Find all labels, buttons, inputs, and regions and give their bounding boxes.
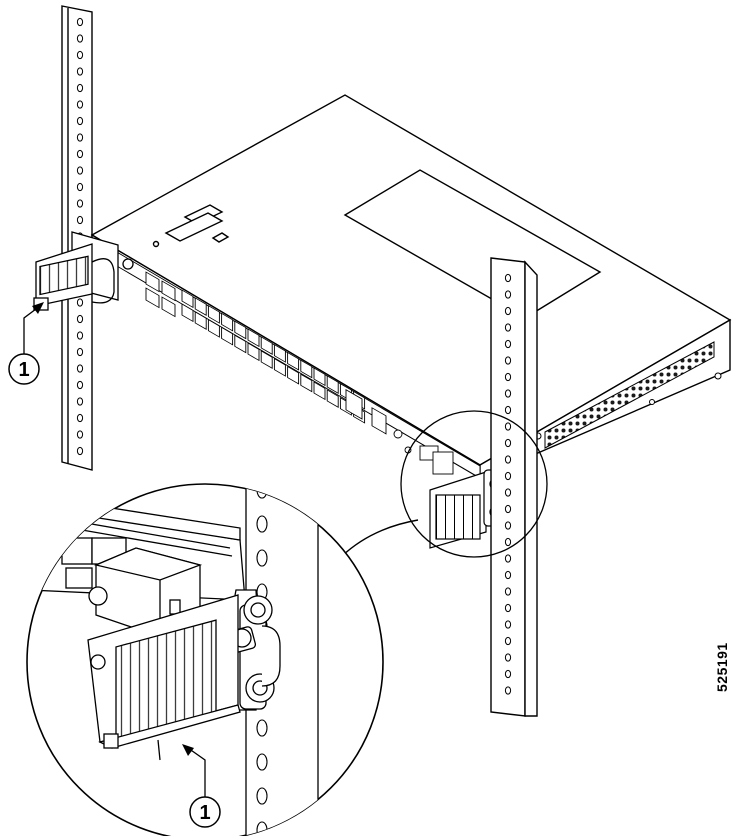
callout-1-top: 1 bbox=[8, 302, 44, 385]
callout-1-bottom: 1 bbox=[182, 744, 221, 828]
rail-hole bbox=[504, 471, 512, 481]
sfp-port bbox=[234, 334, 247, 354]
sfp-port bbox=[194, 297, 207, 316]
rail-hole bbox=[504, 488, 512, 497]
rail-hole bbox=[504, 554, 512, 563]
rj45-port bbox=[161, 280, 176, 302]
sfp-port bbox=[273, 344, 286, 363]
callout-number-top: 1 bbox=[18, 359, 29, 381]
sfp-port bbox=[326, 389, 339, 408]
rail-hole bbox=[256, 549, 268, 567]
rail-hole bbox=[76, 298, 84, 307]
rail-hole bbox=[504, 372, 512, 382]
rail-hole bbox=[504, 570, 512, 580]
rail-hole bbox=[76, 17, 84, 27]
rail-hole bbox=[504, 455, 512, 464]
sfp-port bbox=[287, 365, 300, 385]
right-rack-rail bbox=[490, 257, 538, 717]
rail-hole bbox=[504, 405, 512, 415]
rail-hole bbox=[76, 50, 84, 60]
callout-number-bottom: 1 bbox=[199, 802, 210, 824]
rail-hole bbox=[504, 323, 512, 332]
rail-hole bbox=[256, 484, 268, 499]
rail-hole bbox=[76, 413, 84, 423]
rail-hole bbox=[76, 67, 84, 76]
rail-hole bbox=[504, 603, 512, 613]
rail-hole bbox=[76, 116, 84, 126]
rail-hole bbox=[76, 446, 84, 456]
rail-hole bbox=[76, 314, 84, 324]
rj45-port bbox=[145, 271, 160, 293]
sfp-port bbox=[260, 336, 273, 355]
figure-id-label: 525191 bbox=[714, 642, 730, 692]
rail-hole bbox=[504, 273, 512, 283]
sfp-port bbox=[247, 328, 260, 348]
rail-hole bbox=[76, 380, 84, 390]
rail-hole bbox=[76, 364, 84, 373]
sfp-port bbox=[287, 351, 300, 371]
left-rail-holes bbox=[76, 17, 84, 456]
rail-hole bbox=[504, 504, 512, 514]
sfp-port bbox=[313, 381, 326, 401]
rail-hole bbox=[76, 100, 84, 109]
sfp-port bbox=[181, 289, 194, 309]
magnified-detail bbox=[26, 483, 384, 836]
front-panel-ports bbox=[109, 247, 481, 479]
rail-hole bbox=[76, 166, 84, 175]
rail-hole bbox=[504, 438, 512, 448]
rail-hole bbox=[256, 753, 268, 771]
sfp-port bbox=[207, 319, 220, 338]
sfp-port bbox=[207, 305, 220, 324]
sfp-port bbox=[300, 373, 313, 393]
rail-hole bbox=[76, 331, 84, 340]
rail-hole bbox=[256, 821, 268, 836]
rj45-port bbox=[145, 287, 160, 309]
rail-hole bbox=[504, 356, 512, 365]
rail-hole bbox=[256, 787, 268, 805]
rail-hole bbox=[504, 290, 512, 299]
rail-hole bbox=[76, 149, 84, 159]
router-chassis bbox=[90, 94, 732, 480]
rail-hole bbox=[504, 636, 512, 646]
right-rail-holes bbox=[504, 273, 512, 695]
rail-hole bbox=[76, 199, 84, 208]
rail-hole bbox=[504, 686, 512, 695]
rail-hole bbox=[504, 587, 512, 596]
detail-source-circle bbox=[400, 410, 548, 558]
sfp-port bbox=[313, 367, 326, 387]
rail-hole bbox=[76, 397, 84, 406]
rail-hole bbox=[76, 215, 84, 225]
sfp-port bbox=[273, 358, 286, 377]
rail-hole bbox=[76, 83, 84, 93]
sfp-port bbox=[326, 375, 339, 394]
sfp-port bbox=[194, 311, 207, 330]
rail-hole bbox=[504, 620, 512, 629]
rail-hole bbox=[504, 339, 512, 349]
rail-hole bbox=[504, 669, 512, 679]
sfp-port bbox=[221, 326, 234, 346]
rail-hole bbox=[504, 521, 512, 530]
sfp-port bbox=[221, 312, 234, 332]
rail-hole bbox=[504, 653, 512, 662]
rail-hole bbox=[504, 422, 512, 431]
rail-hole bbox=[504, 389, 512, 398]
rail-hole bbox=[76, 347, 84, 357]
sfp-port bbox=[234, 320, 247, 340]
rail-hole bbox=[504, 537, 512, 547]
rail-hole bbox=[76, 430, 84, 439]
rail-hole bbox=[504, 306, 512, 316]
sfp-port bbox=[300, 359, 313, 379]
sfp-port bbox=[260, 350, 273, 369]
rail-hole bbox=[76, 34, 84, 43]
rail-hole bbox=[76, 182, 84, 192]
sfp-port bbox=[181, 303, 194, 323]
sfp-port bbox=[247, 342, 260, 362]
rail-hole bbox=[256, 719, 268, 737]
rail-hole bbox=[76, 133, 84, 142]
rail-hole bbox=[256, 515, 268, 533]
rj45-port bbox=[161, 296, 176, 318]
